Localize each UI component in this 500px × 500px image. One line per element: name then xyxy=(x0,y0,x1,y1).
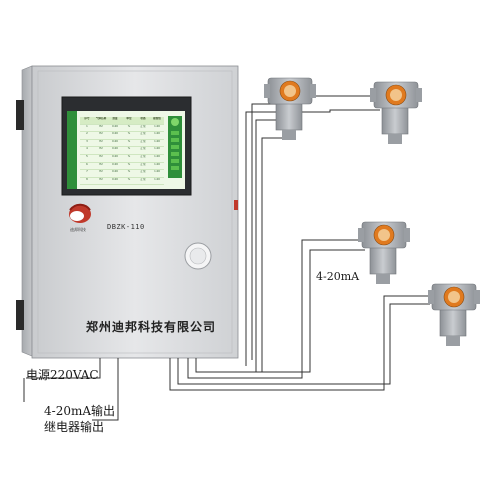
screen-header-cell: 序号 xyxy=(84,117,90,120)
hinge-top xyxy=(16,100,24,130)
screen-cell: H2 xyxy=(99,139,103,143)
wire-output xyxy=(92,358,119,421)
screen-cell: 正常 xyxy=(140,154,146,158)
company-name: 郑州迪邦科技有限公司 xyxy=(86,320,217,334)
screen-cell: % xyxy=(127,124,131,128)
power-input-label: 电源220VAC xyxy=(26,368,99,382)
screen-cell: 0.00 xyxy=(112,124,118,128)
brand-caption: 迪邦科技 xyxy=(70,227,86,232)
brand-logo-icon xyxy=(69,203,91,223)
screen-cell: 正常 xyxy=(140,162,146,166)
screen-cell: 1.00 xyxy=(154,162,160,166)
wire-sensor-2b xyxy=(245,109,380,366)
screen-cell: 1.00 xyxy=(154,177,160,181)
screen-cell: H2 xyxy=(99,170,103,174)
screen-cell: 0.00 xyxy=(112,177,118,181)
screen-cell: 0.00 xyxy=(112,162,118,166)
screen-cell: 1.00 xyxy=(154,147,160,151)
screen-cell: 1 xyxy=(86,124,88,128)
screen-left-bar xyxy=(67,111,77,189)
screen-cell: 2 xyxy=(86,132,88,136)
screen-cell: 0.00 xyxy=(112,139,118,143)
signal-wires xyxy=(23,95,430,421)
screen-cell: % xyxy=(127,177,131,181)
screen-cell: 0.00 xyxy=(112,154,118,158)
hinge-bottom xyxy=(16,300,24,330)
screen-cell: 6 xyxy=(86,162,88,166)
screen-cell: 8 xyxy=(86,177,88,181)
wire-sensor-3 xyxy=(187,239,360,379)
wire-sensor-4 xyxy=(169,295,430,391)
screen-cell: H2 xyxy=(99,177,103,181)
screen-cell: % xyxy=(127,162,131,166)
screen-cell: % xyxy=(127,132,131,136)
screen-cell: 0.00 xyxy=(112,147,118,151)
screen-cell: 1.00 xyxy=(154,132,160,136)
analog-output-label: 4-20mA输出 xyxy=(44,404,116,418)
gas-detector-3 xyxy=(358,221,410,284)
gas-detector-1 xyxy=(264,77,316,140)
screen-cell: 4 xyxy=(86,147,88,151)
wire-power xyxy=(26,358,101,379)
wire-sensor-2 xyxy=(251,95,375,360)
screen-cell: 正常 xyxy=(140,170,146,174)
screen-cell: H2 xyxy=(99,154,103,158)
screen-cell: % xyxy=(127,170,131,174)
screen-header-cell: 报警值 xyxy=(153,117,161,120)
relay-output-label: 继电器输出 xyxy=(44,420,105,434)
touch-screen[interactable] xyxy=(61,96,192,196)
screen-header-cell: 单位 xyxy=(126,117,132,120)
screen-header-cell: 浓度 xyxy=(112,117,118,120)
wire-sensor-3b xyxy=(195,249,365,373)
screen-cell: % xyxy=(127,154,131,158)
screen-table-row: 8 H2 0.00% 正常 1.00 xyxy=(80,178,164,186)
screen-cell: 正常 xyxy=(140,132,146,136)
screen-cell: 5 xyxy=(86,154,88,158)
screen-cell: % xyxy=(127,147,131,151)
screen-cell: 正常 xyxy=(140,177,146,181)
screen-table-header: 序号 气体名称 浓度 单位 状态 报警值 xyxy=(80,117,164,125)
screen-cell: 1.00 xyxy=(154,139,160,143)
screen-header-cell: 状态 xyxy=(140,117,146,120)
gas-detector-2 xyxy=(370,81,422,144)
screen-cell: 0.00 xyxy=(112,132,118,136)
screen-cell: 1.00 xyxy=(154,170,160,174)
screen-cell: H2 xyxy=(99,162,103,166)
latch-indicator xyxy=(234,200,238,210)
screen-cell: 正常 xyxy=(140,124,146,128)
wire-sensor-4b xyxy=(177,303,430,385)
screen-cell: 1.00 xyxy=(154,124,160,128)
screen-cell: 3 xyxy=(86,139,88,143)
screen-cell: H2 xyxy=(99,124,103,128)
signal-label: 4-20mA xyxy=(316,270,360,283)
model-label: DBZK-110 xyxy=(107,223,145,231)
gas-detector-4 xyxy=(428,283,480,346)
screen-header-cell: 气体名称 xyxy=(95,117,107,120)
screen-cell: 正常 xyxy=(140,147,146,151)
screen-cell: % xyxy=(127,139,131,143)
screen-cell: H2 xyxy=(99,132,103,136)
screen-cell: 7 xyxy=(86,170,88,174)
wire-sensor-1 xyxy=(261,137,282,372)
screen-cell: 正常 xyxy=(140,139,146,143)
wire-sensor-1b xyxy=(255,119,282,372)
screen-cell: H2 xyxy=(99,147,103,151)
screen-cell: 0.00 xyxy=(112,170,118,174)
screen-cell: 1.00 xyxy=(154,154,160,158)
